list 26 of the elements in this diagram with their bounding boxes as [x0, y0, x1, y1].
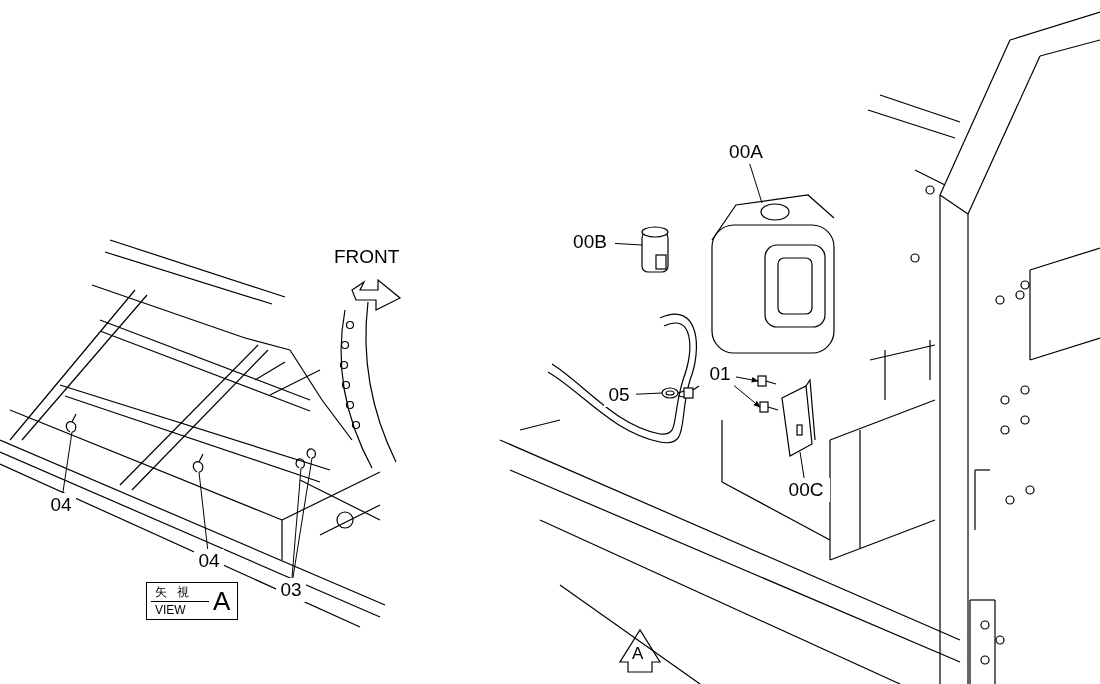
bracket [781, 378, 816, 457]
bolt [757, 375, 777, 387]
leader-line [635, 392, 663, 395]
clip [192, 453, 204, 473]
leader-line [748, 162, 763, 204]
direction-label: FRONT [334, 246, 400, 268]
callout-number: 03 [276, 578, 306, 602]
leader-line [291, 467, 302, 580]
hose-clamp [661, 385, 700, 399]
view-letter: A [213, 587, 231, 615]
leader-line [735, 376, 759, 383]
leader-line [292, 457, 313, 580]
view-letter: A [632, 645, 644, 663]
clip [65, 413, 77, 433]
view-label-text: 矢 視 [155, 584, 192, 600]
pump [641, 226, 669, 273]
bolt [759, 401, 779, 413]
leader-line [799, 451, 805, 480]
clip [295, 458, 305, 469]
leader-line [732, 384, 761, 408]
tank [711, 194, 835, 354]
leader-line [198, 471, 209, 551]
leader-line [62, 431, 73, 495]
clip [306, 448, 316, 459]
leader-line [614, 242, 643, 246]
view-label-text: VIEW [155, 603, 186, 618]
